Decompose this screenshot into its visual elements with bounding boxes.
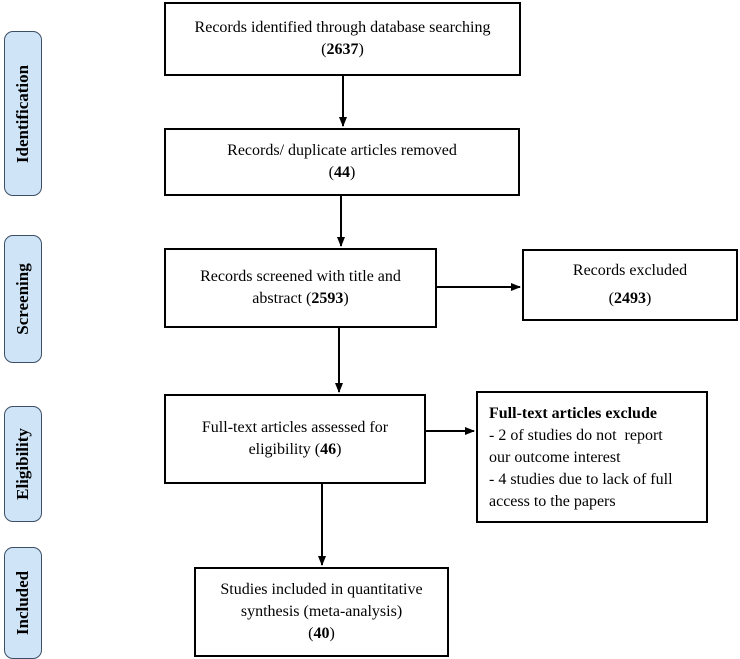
records-excluded-count: 2493 (614, 290, 646, 307)
fulltext-excluded-box: Full-text articles exclude - 2 of studie… (476, 391, 708, 523)
fulltext-assessed-count: 46 (320, 441, 337, 458)
records-screened-text-2: abstract (252, 290, 303, 307)
records-screened-box: Records screened with title and abstract… (164, 248, 437, 328)
phase-included: Included (4, 547, 42, 659)
records-screened-text: Records screened with title and (200, 268, 401, 285)
records-excluded-text: Records excluded (572, 262, 688, 279)
records-identified-text: Records identified through database sear… (194, 19, 491, 36)
fulltext-assessed-text: Full-text articles assessed for (201, 419, 389, 436)
fulltext-excluded-line-4: access to the papers (489, 493, 616, 510)
records-excluded-box: Records excluded (2493) (522, 249, 738, 321)
records-screened-count: 2593 (311, 290, 344, 307)
duplicates-removed-box: Records/ duplicate articles removed (44) (164, 128, 520, 196)
duplicates-removed-text: Records/ duplicate articles removed (227, 142, 457, 159)
records-identified-box: Records identified through database sear… (164, 2, 521, 76)
phase-identification: Identification (4, 31, 42, 196)
duplicates-removed-count: 44 (334, 164, 350, 181)
studies-included-box: Studies included in quantitative synthes… (194, 567, 449, 657)
studies-included-count: 40 (313, 625, 330, 642)
studies-included-text: Studies included in quantitative (220, 581, 423, 598)
fulltext-excluded-line-3: - 4 studies due to lack of full (489, 471, 673, 488)
fulltext-excluded-line-1: - 2 of studies do not report (489, 427, 663, 444)
records-identified-count: 2637 (326, 41, 359, 58)
fulltext-assessed-text-2: eligibility (248, 441, 311, 458)
phase-screening: Screening (4, 235, 42, 363)
studies-included-text-2: synthesis (meta-analysis) (240, 603, 403, 620)
fulltext-excluded-title: Full-text articles exclude (489, 405, 657, 422)
phase-eligibility: Eligibility (4, 406, 42, 522)
fulltext-assessed-box: Full-text articles assessed for eligibil… (164, 394, 426, 484)
fulltext-excluded-line-2: our outcome interest (489, 449, 621, 466)
